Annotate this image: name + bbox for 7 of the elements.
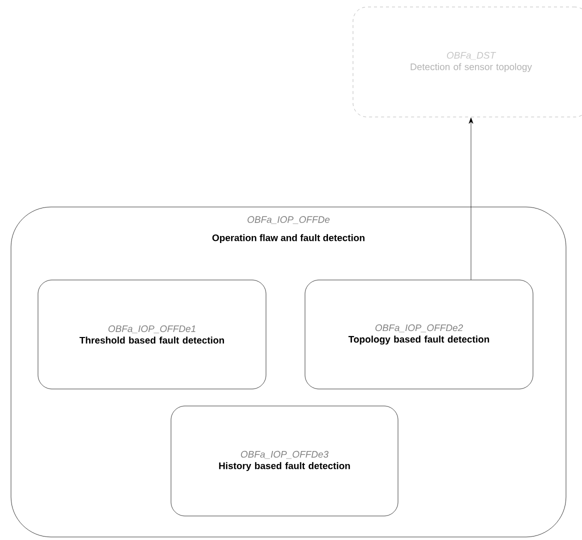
module-box: OBFa_IOP_OFFDe3 History based fault detection bbox=[170, 406, 398, 516]
module-box: OBFa_IOP_OFFDe1 Threshold based fault detection bbox=[38, 280, 266, 390]
module-code: OBFa_IOP_OFFDe bbox=[248, 216, 330, 224]
module-box: OBFa_IOP_OFFDe2 Topology based fault detection bbox=[304, 280, 534, 390]
arrow bbox=[468, 118, 474, 280]
dashed-box: OBFa_DST Detection of sensor topology bbox=[352, 6, 582, 118]
module-title: Operation flaw and fault detection bbox=[212, 234, 364, 244]
